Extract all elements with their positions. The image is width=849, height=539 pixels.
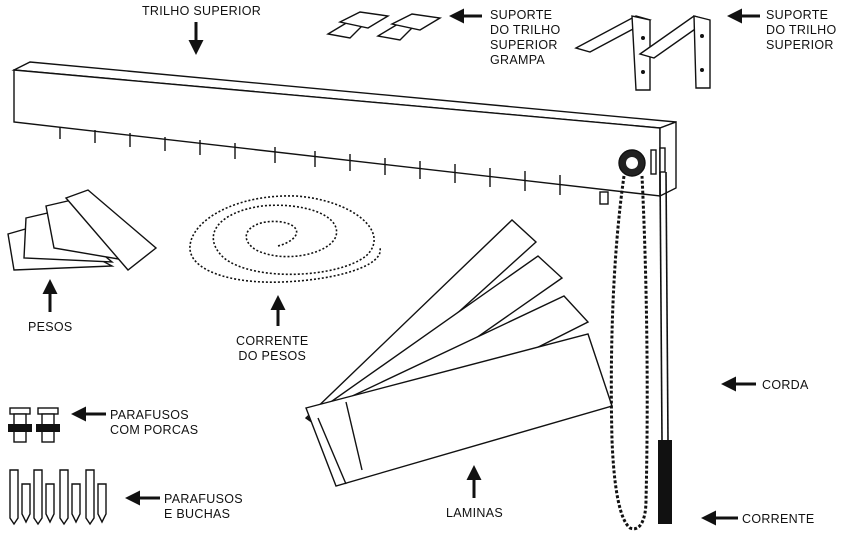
label-corrente-do-pesos: CORRENTE DO PESOS <box>236 334 309 363</box>
pointer-arrows <box>42 8 760 526</box>
label-corda: CORDA <box>762 378 809 392</box>
control-chain <box>609 175 649 531</box>
rail-hooks <box>59 127 561 195</box>
weights <box>7 189 158 271</box>
label-pesos: PESOS <box>28 320 73 334</box>
label-laminas: LAMINAS <box>446 506 503 520</box>
label-trilho-superior: TRILHO SUPERIOR <box>142 4 262 18</box>
label-suporte-grampa: SUPORTE DO TRILHO SUPERIOR GRAMPA <box>490 8 561 67</box>
label-parafusos-buchas: PARAFUSOS E BUCHAS <box>164 492 243 521</box>
label-suporte: SUPORTE DO TRILHO SUPERIOR <box>766 8 837 52</box>
top-rail <box>11 61 677 205</box>
control-cord <box>658 171 672 524</box>
label-corrente: CORRENTE <box>742 512 815 526</box>
screws-and-anchors <box>9 469 107 526</box>
vanes <box>304 219 613 487</box>
clip-brackets <box>326 11 443 41</box>
l-brackets <box>574 15 711 91</box>
weight-chain-spiral <box>189 195 381 283</box>
bolts-with-nuts <box>8 407 60 443</box>
label-parafusos-porcas: PARAFUSOS COM PORCAS <box>110 408 199 437</box>
